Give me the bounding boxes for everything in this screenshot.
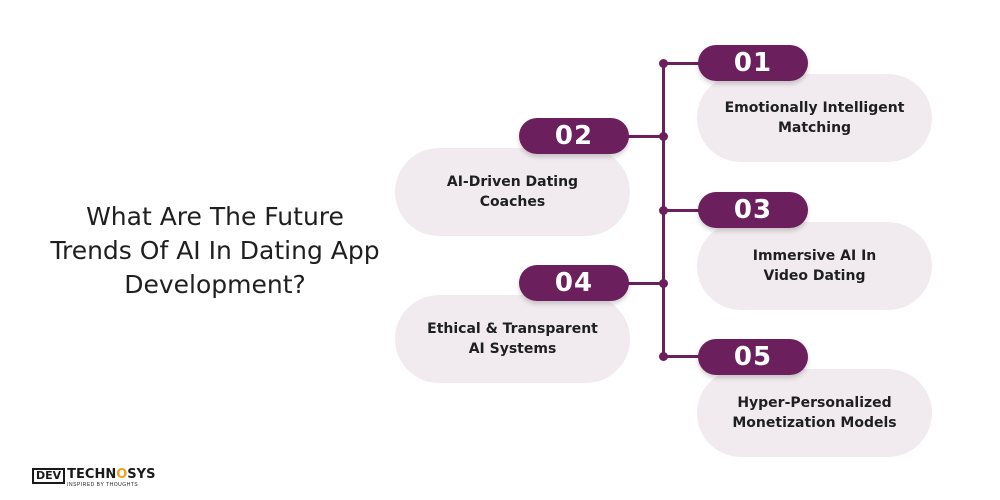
logo-text: TECHNOSYS INSPIRED BY THOUGHTS bbox=[67, 468, 155, 489]
trend-card-05: Hyper-Personalized Monetization Models bbox=[697, 369, 932, 457]
connector-05 bbox=[663, 355, 703, 358]
timeline-dot-01 bbox=[659, 59, 668, 68]
connector-03 bbox=[663, 209, 703, 212]
company-logo: DEV TECHNOSYS INSPIRED BY THOUGHTS bbox=[32, 468, 155, 492]
trend-number-04: 04 bbox=[519, 265, 629, 301]
trend-card-01-line-1: Emotionally Intelligent bbox=[724, 100, 905, 116]
connector-02 bbox=[622, 135, 664, 138]
trend-card-04-line-1: Ethical & Transparent bbox=[427, 321, 598, 337]
connector-04 bbox=[622, 282, 664, 285]
timeline-dot-03 bbox=[659, 206, 668, 215]
logo-wordmark: TECHNOSYS bbox=[67, 468, 155, 482]
trend-number-01: 01 bbox=[698, 45, 808, 81]
trend-card-05-line-1: Hyper-Personalized bbox=[737, 395, 892, 411]
trend-card-03-line-2: Video Dating bbox=[763, 268, 866, 284]
trend-card-02: AI-Driven Dating Coaches bbox=[395, 148, 630, 236]
logo-tagline: INSPIRED BY THOUGHTS bbox=[67, 482, 139, 488]
timeline-dot-05 bbox=[659, 352, 668, 361]
title-line-3: Development? bbox=[124, 270, 306, 299]
timeline-dot-04 bbox=[659, 279, 668, 288]
timeline-dot-02 bbox=[659, 132, 668, 141]
trend-card-04-line-2: AI Systems bbox=[468, 341, 557, 357]
trend-card-04: Ethical & Transparent AI Systems bbox=[395, 295, 630, 383]
trend-card-03-line-1: Immersive AI In bbox=[752, 248, 877, 264]
logo-word-a: TECHN bbox=[67, 467, 117, 482]
trend-number-05: 05 bbox=[698, 339, 808, 375]
trend-number-02: 02 bbox=[519, 118, 629, 154]
trend-card-02-line-2: Coaches bbox=[479, 194, 546, 210]
trend-card-01: Emotionally Intelligent Matching bbox=[697, 74, 932, 162]
title-line-1: What Are The Future bbox=[86, 202, 344, 231]
trend-number-03: 03 bbox=[698, 192, 808, 228]
connector-01 bbox=[663, 62, 703, 65]
trend-card-02-line-1: AI-Driven Dating bbox=[446, 174, 579, 190]
trend-card-01-line-2: Matching bbox=[777, 120, 852, 136]
logo-word-b: SYS bbox=[127, 467, 156, 482]
page-title: What Are The Future Trends Of AI In Dati… bbox=[40, 200, 390, 302]
logo-word-o: O bbox=[116, 467, 128, 482]
trend-card-05-line-2: Monetization Models bbox=[732, 415, 897, 431]
logo-mark: DEV bbox=[32, 468, 66, 484]
title-line-2: Trends Of AI In Dating App bbox=[50, 236, 380, 265]
trend-card-03: Immersive AI In Video Dating bbox=[697, 222, 932, 310]
